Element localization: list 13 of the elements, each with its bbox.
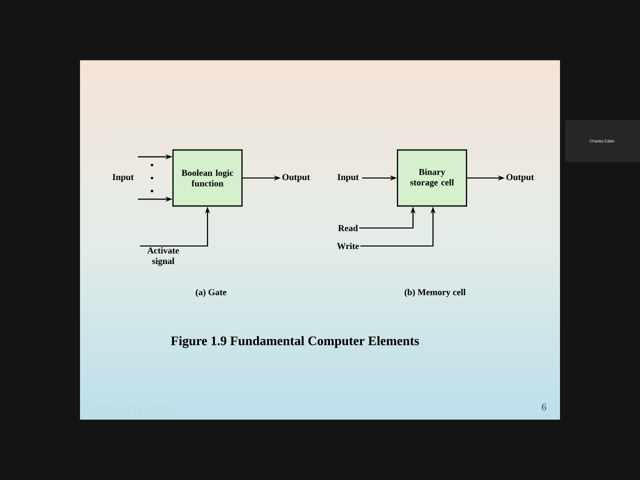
subfigure-caption: (a) Gate [196, 288, 226, 298]
logic-box: Boolean logic function [172, 149, 243, 207]
signal-label: Input [338, 174, 359, 182]
signal-label: Write [336, 242, 359, 250]
storage-box: Binary storage cell [396, 149, 468, 207]
page-number: 6 [542, 404, 546, 410]
signal-label: Read [338, 224, 358, 232]
signal-label: Activate signal [147, 247, 179, 266]
signal-label: Output [506, 174, 534, 182]
signal-label: Input [112, 174, 134, 182]
figure-caption: Figure 1.9 Fundamental Computer Elements [170, 336, 419, 348]
subfigure-caption: (b) Memory cell [404, 288, 466, 298]
signal-label: Output [282, 174, 310, 182]
